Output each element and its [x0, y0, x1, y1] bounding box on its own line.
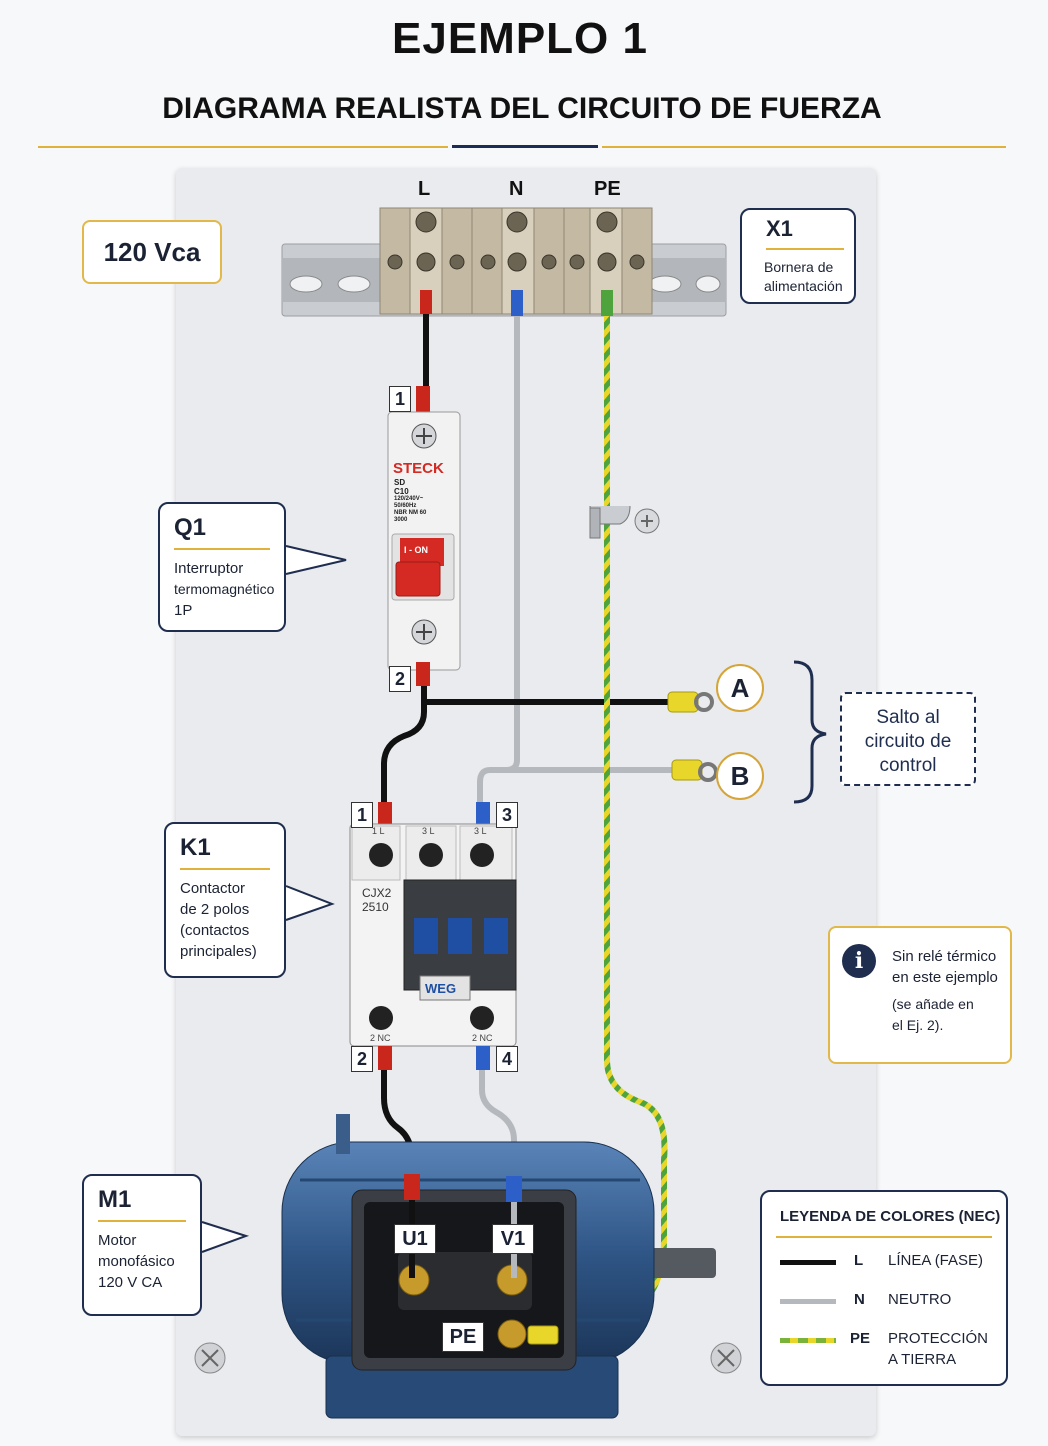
legend-swatch-neutral	[780, 1299, 836, 1304]
cable-clamp	[589, 505, 660, 539]
page-subtitle: DIAGRAMA REALISTA DEL CIRCUITO DE FUERZA	[162, 92, 882, 125]
callout-q1-title: Q1	[174, 514, 207, 541]
callout-x1: X1 Bornera de alimentación	[740, 208, 856, 304]
legend-text-line: LÍNEA (FASE)	[888, 1252, 984, 1269]
callout-m1-desc-2: monofásico	[98, 1253, 175, 1270]
motor-terminal-pe: PE	[442, 1322, 484, 1352]
callout-x1-desc-1: Bornera de	[764, 259, 834, 275]
legend-swatch-line	[780, 1260, 836, 1265]
breaker-brand: STECK	[393, 460, 444, 477]
title-rule-left	[38, 146, 448, 148]
callout-k1-desc-2: de 2 polos	[180, 901, 250, 918]
callout-q1-desc-1: Interruptor	[174, 560, 244, 577]
info-note-line-3: (se añade en	[892, 996, 974, 1012]
control-jump-line-3: control	[879, 755, 937, 776]
motor-m1	[281, 1114, 716, 1419]
contactor-brand: WEG	[425, 981, 457, 996]
legend-code-neutral: N	[854, 1291, 865, 1308]
breaker-q1	[387, 386, 461, 686]
page-title: EJEMPLO 1	[392, 14, 648, 63]
callout-k1-desc-4: principales)	[180, 943, 257, 960]
supply-voltage-box: 120 Vca	[82, 220, 222, 284]
legend-title: LEYENDA DE COLORES (NEC)	[780, 1208, 1001, 1225]
legend-swatch-ground	[780, 1338, 836, 1343]
terminal-label-pe: PE	[594, 178, 621, 200]
title-rule-right	[602, 146, 1006, 148]
terminal-label-n: N	[509, 178, 524, 200]
callout-m1-desc-3: 120 V CA	[98, 1274, 163, 1291]
info-note-line-1: Sin relé térmico	[892, 948, 997, 965]
info-note-line-2: en este ejemplo	[892, 969, 998, 986]
info-icon: i	[842, 944, 876, 978]
contactor-top-mark-2: 3 L	[422, 826, 435, 836]
control-jump-line-1: Salto al	[876, 707, 940, 728]
callout-q1: Q1 Interruptor termomagnético 1P	[158, 502, 286, 632]
breaker-model: SD C10 120/240V~ 50/60Hz NBR NM 60 3000	[394, 478, 427, 523]
motor-terminal-u1: U1	[394, 1224, 436, 1254]
contactor-terminal-1: 1	[351, 802, 373, 828]
callout-m1: M1 Motor monofásico 120 V CA	[82, 1174, 202, 1316]
contactor-model: CJX2 2510	[362, 886, 392, 914]
callout-k1-title: K1	[180, 834, 211, 861]
jump-point-b: B	[716, 752, 764, 800]
control-jump-line-2: circuito de	[864, 731, 952, 752]
contactor-k1	[349, 802, 517, 1070]
supply-voltage: 120 Vca	[103, 237, 201, 267]
callout-k1-desc-1: Contactor	[180, 880, 246, 897]
legend-code-line: L	[854, 1252, 864, 1269]
callout-k1-desc-3: (contactos	[180, 922, 250, 939]
legend-text-neutral: NEUTRO	[888, 1291, 952, 1308]
callout-m1-desc-1: Motor	[98, 1232, 137, 1249]
callout-q1-desc-3: 1P	[174, 602, 193, 619]
contactor-top-mark-1: 1 L	[372, 826, 385, 836]
info-note: i Sin relé térmico en este ejemplo (se a…	[828, 926, 1012, 1064]
callout-m1-title: M1	[98, 1186, 132, 1213]
callout-x1-title: X1	[766, 216, 793, 241]
color-legend: LEYENDA DE COLORES (NEC) L LÍNEA (FASE) …	[760, 1190, 1008, 1386]
contactor-bottom-mark-1: 2 NC	[370, 1033, 391, 1043]
callout-x1-desc-2: alimentación	[764, 278, 843, 294]
contactor-terminal-2: 2	[351, 1046, 373, 1072]
breaker-terminal-2: 2	[389, 666, 411, 692]
callout-q1-desc-2: termomagnético	[174, 581, 275, 597]
legend-text-ground-2: A TIERRA	[888, 1351, 957, 1368]
title-rule-center	[452, 145, 598, 148]
motor-terminal-v1: V1	[492, 1224, 534, 1254]
terminal-label-l: L	[418, 178, 431, 200]
contactor-terminal-3: 3	[496, 802, 518, 828]
contactor-terminal-4: 4	[496, 1046, 518, 1072]
legend-code-ground: PE	[850, 1330, 871, 1347]
contactor-bottom-mark-2: 2 NC	[472, 1033, 493, 1043]
panel-screws	[194, 1342, 742, 1374]
callout-k1: K1 Contactor de 2 polos (contactos princ…	[164, 822, 286, 978]
control-jump-box: Salto al circuito de control	[840, 692, 976, 786]
info-note-line-4: el Ej. 2).	[892, 1017, 944, 1033]
jump-point-a: A	[716, 664, 764, 712]
breaker-terminal-1: 1	[389, 386, 411, 412]
breaker-toggle-label: I - ON	[404, 545, 428, 555]
legend-text-ground-1: PROTECCIÓN	[888, 1330, 989, 1347]
contactor-top-mark-3: 3 L	[474, 826, 487, 836]
